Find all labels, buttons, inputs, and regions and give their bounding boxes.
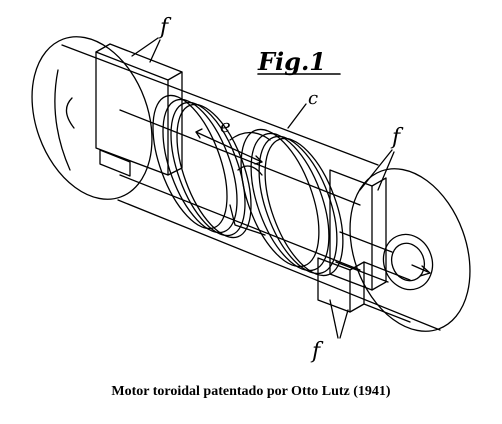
arrow-e [195,128,263,165]
right-rotor-block [317,169,411,323]
center-disc-left [152,94,252,239]
label-e: e [220,116,231,137]
figure-caption: Motor toroidal patentado por Otto Lutz (… [111,384,391,399]
center-disc-right [240,128,344,277]
outer-cylinder [31,36,471,332]
leader-lines [131,37,395,339]
label-f-bottom: f [310,339,324,364]
label-c: c [308,88,318,109]
label-f-right: f [390,125,404,150]
figure-title: Fig.1 [257,47,326,76]
output-shaft [335,231,434,291]
label-f-top: f [158,15,172,40]
center-vane [229,131,271,236]
